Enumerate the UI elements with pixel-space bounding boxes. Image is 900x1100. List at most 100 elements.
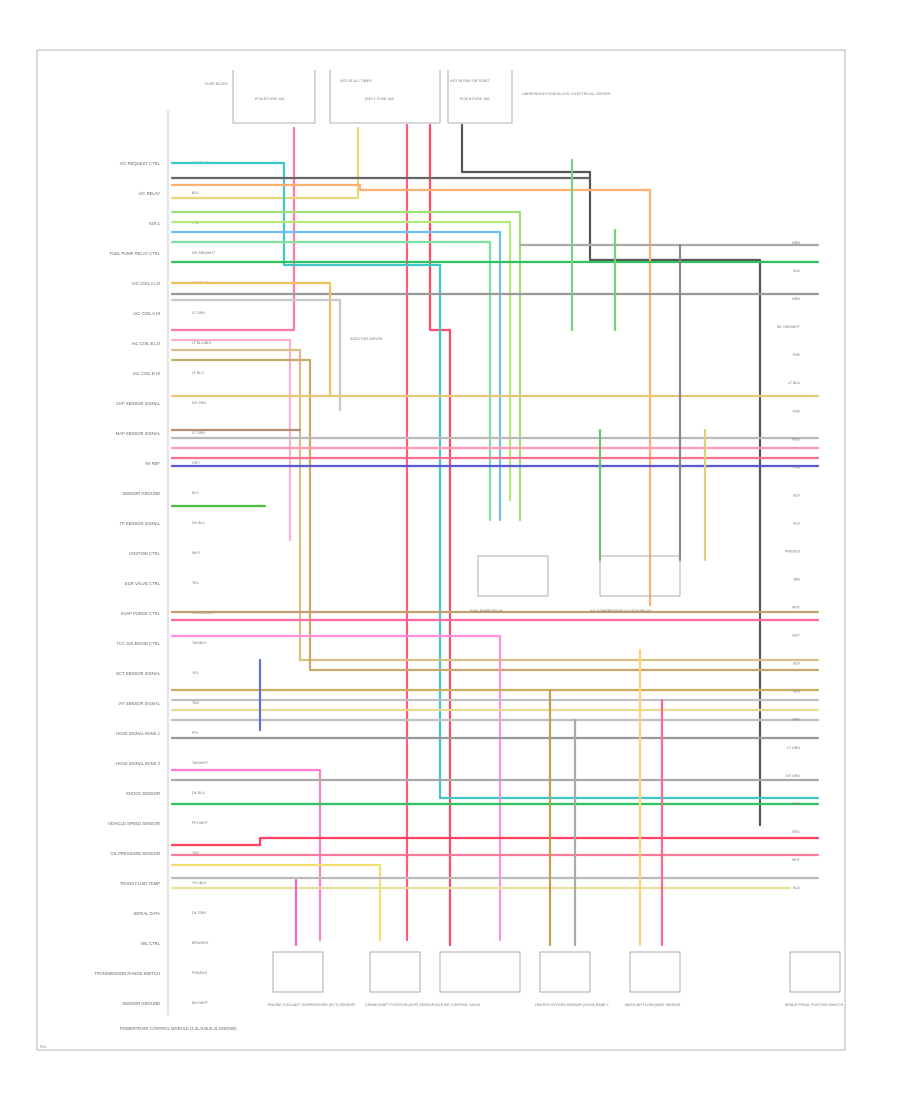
bottom-component-label: HEATED OXYGEN SENSOR (HO2S) BANK 1	[535, 1003, 609, 1007]
fuse-label-3: HOT IN RUN OR START	[450, 79, 491, 83]
ecm-pin-label: ECT SENSOR SIGNAL	[116, 671, 160, 676]
fuse-box-2	[329, 70, 441, 124]
wire-harness	[170, 123, 820, 947]
ecm-pin-label: 5V REF	[145, 461, 160, 466]
ecm-pin-label: HO2S SIGNAL BANK 1	[116, 731, 161, 736]
ecm-wire-code: TAN	[192, 851, 199, 855]
ecm-pin-label: SERIAL DATA	[134, 911, 161, 916]
ecm-wire-code: BLK	[192, 491, 199, 495]
bottom-component-label: MASS AIR FLOW (MAF) SENSOR	[625, 1003, 681, 1007]
ecm-pin-label: EGR VALVE CTRL	[125, 581, 161, 586]
fuel-pump-relay	[477, 555, 549, 597]
wire-grn-1	[170, 210, 522, 522]
bottom-component-box	[539, 951, 591, 993]
wire-tan-2	[170, 358, 820, 672]
ecm-pin-label: TP SENSOR SIGNAL	[119, 521, 160, 526]
bottom-component-box	[369, 951, 421, 993]
ecm-wire-code: TAN	[192, 701, 199, 705]
wire-yel-1	[170, 126, 360, 200]
ecm-wire-code: LT GRN	[192, 311, 205, 315]
fuse-sub-3: ECM B FUSE 10A	[460, 97, 490, 101]
wire-grn-2	[170, 220, 512, 502]
ecm-wire-code: BRN/WHT	[192, 941, 210, 945]
ecm-wire-code: PPL	[192, 731, 199, 735]
right-connector-label: DK GRN/WHT	[777, 325, 801, 329]
right-connector-labels: BRN BLK BRN DK GRN/WHT PNK LT BLU PNK RED PNK BLK…	[777, 241, 801, 890]
wire-pink-2	[170, 338, 292, 542]
wire-cyan-1	[170, 161, 820, 800]
ecm-wire-code: LT GRN	[192, 431, 205, 435]
ecm-wire-code: WHT	[192, 551, 201, 555]
right-connector-label: WHT	[792, 606, 801, 610]
wire-pink-1	[170, 126, 296, 332]
ecm-pin-label: A/C RELAY	[138, 191, 160, 196]
right-connector-label: LT BLU	[788, 381, 800, 385]
ecm-wire-code: YEL	[192, 671, 199, 675]
ecm-pin-label: TRANSMISSION RANGE SWITCH	[94, 971, 160, 976]
ecm-pin-label: EVAP PURGE CTRL	[121, 611, 161, 616]
wire-yel-4	[170, 863, 382, 942]
ac-relay-label: A/C COMPRESSOR CLUTCH RELAY	[590, 609, 652, 613]
ecm-pin-label: A/C REQUEST CTRL	[120, 161, 161, 166]
ecm-pin-label: MAP SENSOR SIGNAL	[116, 431, 161, 436]
bottom-component-label: ENGINE COOLANT TEMPERATURE (ECT) SENSOR	[268, 1003, 355, 1007]
wire-gry-3	[170, 298, 342, 412]
diagram-frame	[36, 49, 846, 1051]
right-connector-label: RED	[792, 437, 800, 441]
right-connector-label: LT GRN	[787, 746, 800, 750]
ecm-wire-code: GRY	[192, 461, 200, 465]
underhood-note: UNDERHOOD FUSE BLOCK / ELECTRICAL CENTER	[522, 92, 611, 96]
ecm-wire-code: DK GRN	[192, 401, 206, 405]
right-connector-label: DK GRN	[786, 774, 800, 778]
ecm-wire-code: PNK/BLK	[192, 971, 208, 975]
wire-mag-2	[170, 768, 322, 942]
bottom-component-label: BRAKE PEDAL POSITION SWITCH	[785, 1003, 844, 1007]
ecm-pin-label: IGNITION CTRL	[129, 551, 160, 556]
ecm-wire-code: TAN/WHT	[192, 761, 209, 765]
ecm-pin-label: IAC COIL A LO	[132, 281, 161, 286]
ecm-wire-code: BLK	[192, 191, 199, 195]
ecm-wire-code: DK BLU	[192, 521, 205, 525]
ecm-wire-code: DK GRN	[192, 911, 206, 915]
right-connector-label: RED	[792, 830, 800, 834]
right-connector-label: BLK	[793, 662, 800, 666]
bottom-components: ENGINE COOLANT TEMPERATURE (ECT) SENSOR C…	[268, 951, 844, 1007]
wire-yel-2	[170, 281, 332, 397]
bottom-component-label: CRANKSHAFT POSITION (CKP) SENSOR	[365, 1003, 435, 1007]
fuse-label-2: HOT AT ALL TIMES	[340, 79, 372, 83]
fuse-sub-1: PCM B FUSE 10A	[255, 97, 285, 101]
ecm-pin-label: IAC COIL A HI	[133, 311, 160, 316]
ecm-pin-label: OIL PRESSURE SENSOR	[110, 851, 160, 856]
right-connector-label: BLK	[793, 521, 800, 525]
bottom-component-box	[789, 951, 841, 993]
right-connector-label: PNK/BLK	[785, 549, 801, 553]
wire-tan-1	[170, 348, 820, 662]
fuel-pump-relay-label: FUEL PUMP RELAY	[470, 609, 503, 613]
ecm-wire-code: YEL	[192, 581, 199, 585]
right-connector-label: PNK	[793, 353, 801, 357]
ecm-pin-label: TRANS FLUID TEMP	[120, 881, 160, 886]
bottom-component-box	[629, 951, 681, 993]
right-connector-label: WHT	[792, 858, 801, 862]
ecm-wire-code: BLK/WHT	[192, 1001, 209, 1005]
ecm-wire-code: LT BLU	[192, 371, 204, 375]
right-connector-label: PNK	[793, 802, 801, 806]
ecm-pin-label: FUEL PUMP RELAY CTRL	[110, 251, 161, 256]
ecm-pin-label: TCC SOLENOID CTRL	[116, 641, 160, 646]
ecm-pin-label: SENSOR GROUND	[123, 491, 160, 496]
wire-orange-1	[170, 183, 652, 607]
ecm-pin-label: IAC COIL B HI	[133, 371, 160, 376]
bottom-component-label: IDLE AIR CONTROL VALVE	[435, 1003, 481, 1007]
wire-grn-3	[170, 240, 492, 522]
right-connector-label: BRN	[792, 297, 800, 301]
wire-blu-1	[170, 230, 502, 522]
footer-mark: FIG.	[40, 1045, 47, 1049]
right-connector-label: PNK	[793, 465, 801, 469]
right-connector-label: BLK	[793, 886, 800, 890]
right-connector-label: BRN	[792, 241, 800, 245]
ecm-wire-code: DK GRN/WHT	[192, 251, 216, 255]
right-connector-label: BLK	[793, 493, 800, 497]
ecm-pin-label: CKP SENSOR SIGNAL	[116, 401, 161, 406]
